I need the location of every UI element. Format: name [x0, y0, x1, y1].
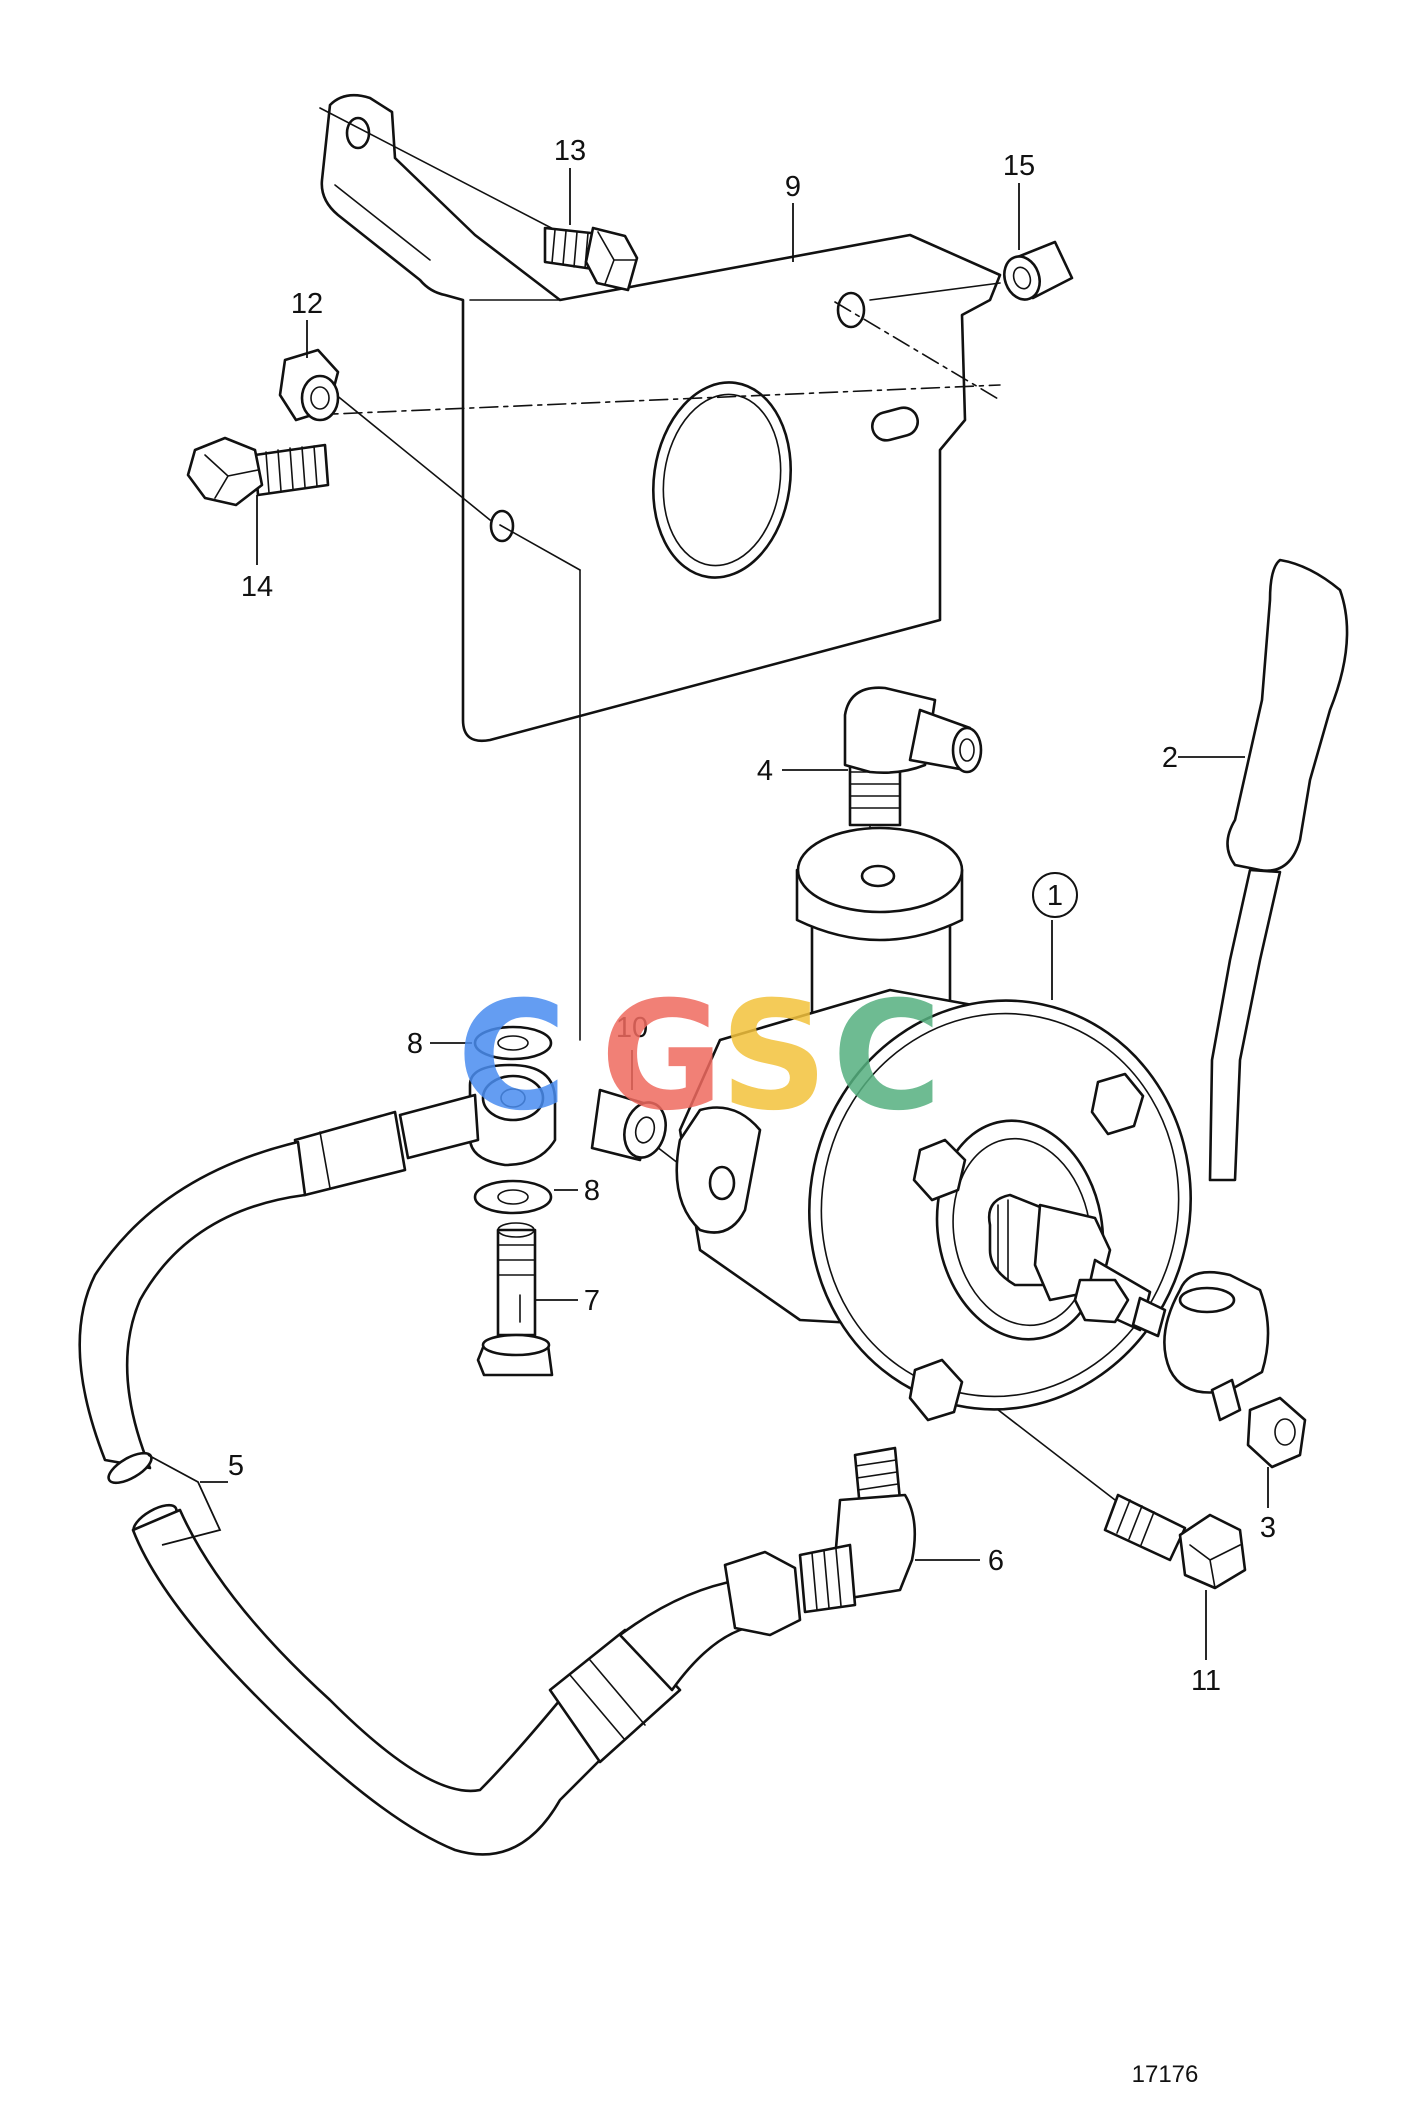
drawing-number: 17176 [1132, 2061, 1199, 2088]
bolt-13 [543, 226, 639, 292]
label-part-9: 9 [785, 171, 801, 203]
bolt-11 [1103, 1493, 1247, 1590]
label-part-3: 3 [1260, 1512, 1276, 1544]
label-part-12: 12 [291, 288, 323, 320]
mounting-bracket [320, 93, 1002, 743]
label-part-11: 11 [1191, 1665, 1221, 1697]
bolt-14 [186, 436, 330, 507]
label-part-13: 13 [554, 135, 586, 167]
part-labels: 13 9 15 12 14 2 4 1 8 10 8 7 5 3 6 11 [228, 135, 1276, 1697]
label-part-8-bottom: 8 [584, 1175, 600, 1207]
watermark-cgsc: C G S C [457, 970, 942, 1144]
watermark-letter-c1: C [457, 970, 567, 1144]
nut-3 [1246, 1396, 1307, 1469]
callout-circle-1 [1032, 872, 1078, 918]
banjo-bolt-7 [476, 1222, 554, 1377]
label-part-4: 4 [757, 755, 773, 787]
label-part-1: 1 [1047, 880, 1063, 912]
bushing-15 [1003, 240, 1074, 301]
label-part-15: 15 [1003, 150, 1035, 182]
spacer-10 [590, 1088, 667, 1162]
nut-12 [278, 348, 340, 422]
label-part-14: 14 [241, 571, 273, 603]
label-part-6: 6 [988, 1545, 1004, 1577]
watermark-letter-g: G [600, 970, 723, 1144]
label-part-5: 5 [228, 1450, 244, 1482]
leader-lines [147, 168, 1269, 1660]
valve-body-1 [675, 826, 1192, 1422]
washer-8-top [473, 1025, 553, 1061]
label-part-7: 7 [584, 1285, 600, 1317]
elbow-fitting-6 [798, 1446, 917, 1614]
watermark-letter-c2: C [832, 970, 942, 1144]
lever-handle-2 [1163, 558, 1349, 1422]
watermark-letter-s: S [720, 970, 828, 1144]
label-part-10: 10 [616, 1012, 648, 1044]
washer-8-bottom [473, 1179, 553, 1215]
label-part-8-top: 8 [407, 1028, 423, 1060]
hose-5 [78, 1063, 802, 1856]
label-part-2: 2 [1162, 742, 1178, 774]
elbow-fitting-4 [843, 686, 983, 827]
